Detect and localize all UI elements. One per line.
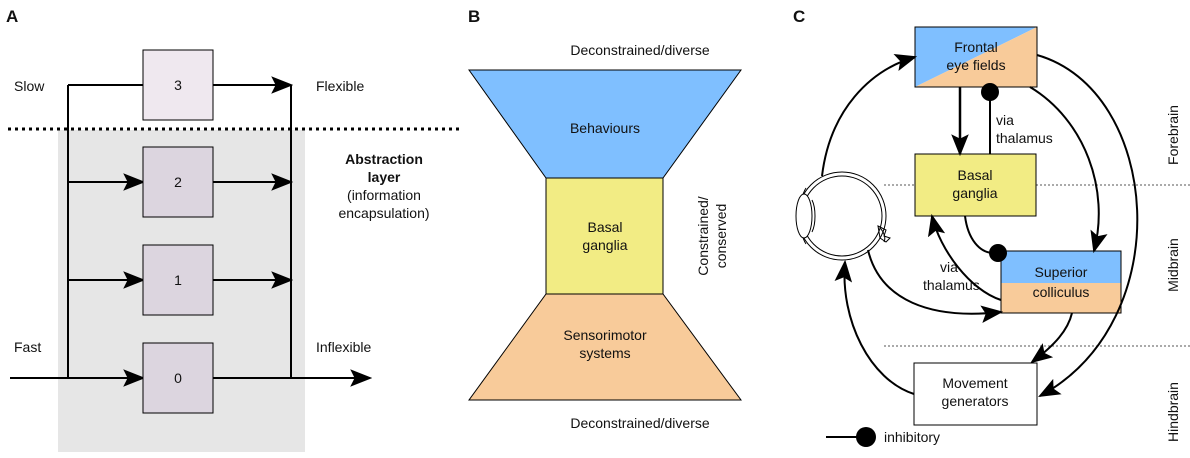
thalamus-label-1: thalamus	[996, 130, 1053, 146]
bg-to-sc-inhibitory-line	[964, 215, 993, 254]
bg-to-sc-inhibitory-dot	[989, 244, 1007, 262]
basal-ganglia-node	[914, 153, 1037, 217]
layer-0-box	[142, 342, 214, 414]
sc-label-2: colliculus	[1033, 284, 1090, 300]
top-diverse-label: Deconstrained/diverse	[570, 42, 710, 58]
layer-3-label: 3	[174, 77, 182, 93]
eye-to-sc-arrow	[867, 249, 1004, 323]
sc-blue-half	[1001, 251, 1121, 283]
mg-label-2: generators	[942, 393, 1009, 409]
mg-to-eye-arrow	[834, 259, 915, 395]
slow-label: Slow	[14, 78, 45, 94]
behaviours-label: Behaviours	[570, 120, 640, 136]
fef-label-1: Frontal	[954, 39, 998, 55]
constrained-label-1: Constrained/	[695, 196, 711, 275]
movement-generators-box	[913, 362, 1038, 426]
eye-icon	[795, 171, 891, 261]
fef-label-2: eye fields	[946, 57, 1005, 73]
basal-label-2: ganglia	[582, 237, 627, 253]
flexible-label: Flexible	[316, 78, 364, 94]
superior-colliculus-box	[1000, 250, 1122, 314]
layer-3-box	[142, 49, 214, 121]
fef-to-mg-arrow	[1036, 54, 1139, 398]
bottom-diverse-label: Deconstrained/diverse	[570, 415, 710, 431]
panel-a-letter: A	[6, 7, 18, 26]
constrained-label-2: conserved	[713, 204, 729, 269]
sc-orange-half	[1001, 283, 1121, 313]
eye-to-fef-arrow	[821, 54, 918, 177]
layer-1-box	[142, 244, 214, 316]
sensorimotor-trapezoid	[468, 293, 742, 401]
layer-0-label: 0	[174, 370, 182, 386]
thalamus-label-2: thalamus	[923, 277, 980, 293]
fast-label: Fast	[14, 339, 41, 355]
sc-label-1: Superior	[1035, 264, 1088, 280]
hindbrain-label: Hindbrain	[1165, 382, 1181, 442]
basal-ganglia-box	[545, 177, 664, 295]
fef-to-sc-arrow	[1029, 86, 1108, 254]
abstraction-title-1: Abstraction	[345, 151, 423, 167]
inflexible-label: Inflexible	[316, 339, 371, 355]
abstraction-sub-2: encapsulation)	[338, 205, 429, 221]
layer-2-label: 2	[174, 174, 182, 190]
sensorimotor-label-2: systems	[579, 345, 630, 361]
bg-to-fef-inhibitory-dot	[981, 83, 999, 101]
sc-to-mg-arrow	[1030, 312, 1073, 364]
abstraction-sub-1: (information	[347, 187, 421, 203]
midbrain-label: Midbrain	[1165, 238, 1181, 292]
layer-1-label: 1	[174, 272, 182, 288]
sensorimotor-label-1: Sensorimotor	[563, 327, 647, 343]
mg-label-1: Movement	[942, 375, 1007, 391]
layer-2-box	[142, 146, 214, 218]
panel-b-letter: B	[468, 7, 480, 26]
panel-b: B Deconstrained/diverse Behaviours Basal…	[468, 7, 742, 431]
via-label-2: via	[940, 259, 958, 275]
abstraction-title-2: layer	[368, 169, 401, 185]
forebrain-label: Forebrain	[1165, 105, 1181, 165]
basal-label-1: Basal	[587, 219, 622, 235]
legend-inhibitory-dot	[856, 427, 876, 447]
panel-a: A 3 2 1 0 Slow Fast Flexible Inflexible	[6, 7, 462, 452]
panel-c-letter: C	[793, 7, 805, 26]
via-label-1: via	[996, 112, 1014, 128]
fef-orange-half	[915, 27, 1037, 87]
sc-to-bg-arrow	[927, 213, 1002, 301]
bg-label-2: ganglia	[952, 185, 997, 201]
panel-c: C Forebrain Midbrain Hindbrain Frontal e…	[793, 7, 1190, 447]
legend-inhibitory-label: inhibitory	[884, 429, 940, 445]
bg-label-1: Basal	[957, 167, 992, 183]
